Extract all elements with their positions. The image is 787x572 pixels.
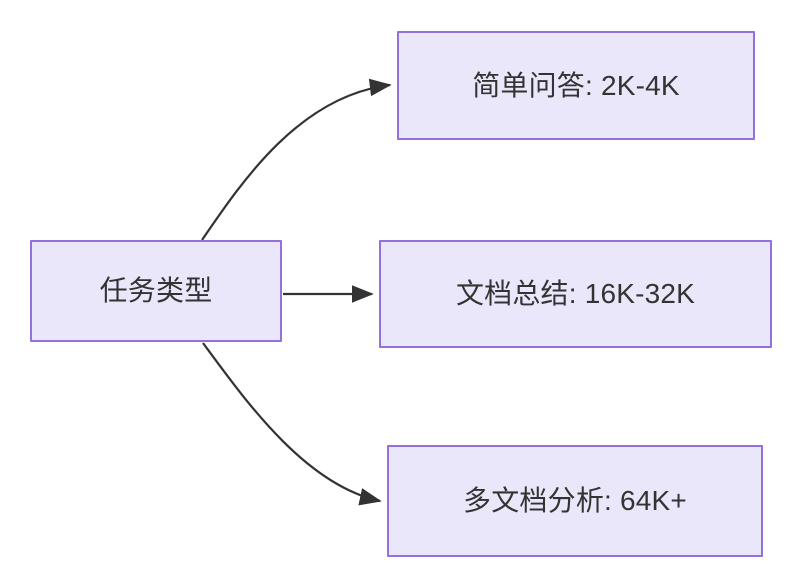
node-simple-qa-label: 简单问答: 2K-4K: [472, 69, 680, 101]
node-task-type[interactable]: 任务类型: [30, 240, 282, 342]
node-multi-document-analysis[interactable]: 多文档分析: 64K+: [387, 445, 763, 557]
edge-root-to-branch-0: [201, 78, 392, 241]
node-task-type-label: 任务类型: [99, 275, 213, 307]
node-multi-document-analysis-label: 多文档分析: 64K+: [463, 485, 687, 517]
node-document-summary-label: 文档总结: 16K-32K: [455, 278, 696, 310]
edge-root-to-branch-2: [202, 342, 382, 506]
node-simple-qa[interactable]: 简单问答: 2K-4K: [397, 31, 755, 140]
node-document-summary[interactable]: 文档总结: 16K-32K: [379, 240, 772, 348]
